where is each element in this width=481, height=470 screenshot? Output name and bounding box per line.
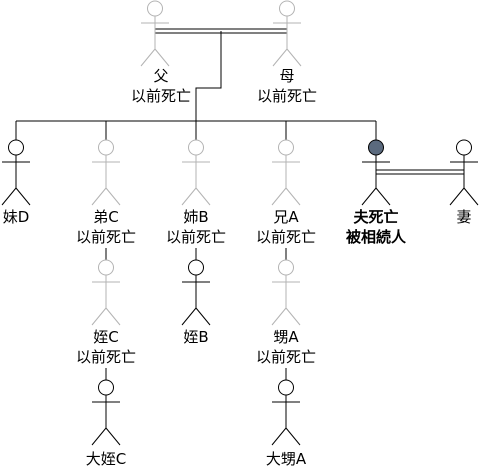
niece-b-person-icon — [181, 259, 211, 326]
husband-person-icon — [361, 139, 391, 206]
mother-note: 以前死亡 — [256, 87, 317, 105]
grandniece-c-name: 大姪C — [85, 450, 127, 468]
grandniece-c-label: 大姪C — [66, 449, 146, 469]
niece-c-label: 姪C 以前死亡 — [51, 327, 161, 367]
brother-c-name: 弟C — [93, 208, 119, 226]
brother-a-label: 兄A 以前死亡 — [231, 207, 341, 247]
father-person-icon — [140, 0, 170, 67]
sister-b-name: 姉B — [183, 208, 209, 226]
sister-d-label: 妹D — [0, 207, 56, 227]
brother-c-label: 弟C 以前死亡 — [51, 207, 161, 247]
father-note: 以前死亡 — [130, 87, 191, 105]
niece-b-label: 姪B — [156, 327, 236, 347]
brother-c-note: 以前死亡 — [75, 228, 136, 246]
husband-name: 夫死亡 — [353, 208, 399, 226]
sister-b-label: 姉B 以前死亡 — [141, 207, 251, 247]
sister-d-name: 妹D — [2, 208, 30, 226]
husband-label: 夫死亡 被相続人 — [321, 207, 431, 247]
grandniece-c-person-icon — [91, 379, 121, 446]
niece-b-name: 姪B — [183, 328, 209, 346]
nephew-a-name: 甥A — [273, 328, 299, 346]
wife-label: 妻 — [424, 207, 481, 227]
sister-b-note: 以前死亡 — [165, 228, 226, 246]
nephew-a-label: 甥A 以前死亡 — [231, 327, 341, 367]
grandnephew-a-label: 大甥A — [246, 449, 326, 469]
sister-d-person-icon — [1, 139, 31, 206]
father-label: 父 以前死亡 — [106, 66, 216, 106]
wife-person-icon — [449, 139, 479, 206]
father-name: 父 — [153, 67, 169, 85]
mother-name: 母 — [279, 67, 295, 85]
grandnephew-a-name: 大甥A — [265, 450, 307, 468]
wife-name: 妻 — [456, 208, 472, 226]
niece-c-name: 姪C — [93, 328, 119, 346]
marriage-line-couple — [376, 169, 464, 175]
nephew-a-note: 以前死亡 — [255, 348, 316, 366]
brother-a-name: 兄A — [273, 208, 299, 226]
niece-c-person-icon — [91, 259, 121, 326]
grandnephew-a-person-icon — [271, 379, 301, 446]
nephew-a-person-icon — [271, 259, 301, 326]
brother-a-note: 以前死亡 — [255, 228, 316, 246]
mother-label: 母 以前死亡 — [232, 66, 342, 106]
sister-b-person-icon — [181, 139, 211, 206]
husband-note: 被相続人 — [345, 228, 406, 246]
niece-c-note: 以前死亡 — [75, 348, 136, 366]
brother-c-person-icon — [91, 139, 121, 206]
descent-lines — [15, 31, 377, 380]
mother-person-icon — [272, 0, 302, 67]
brother-a-person-icon — [271, 139, 301, 206]
